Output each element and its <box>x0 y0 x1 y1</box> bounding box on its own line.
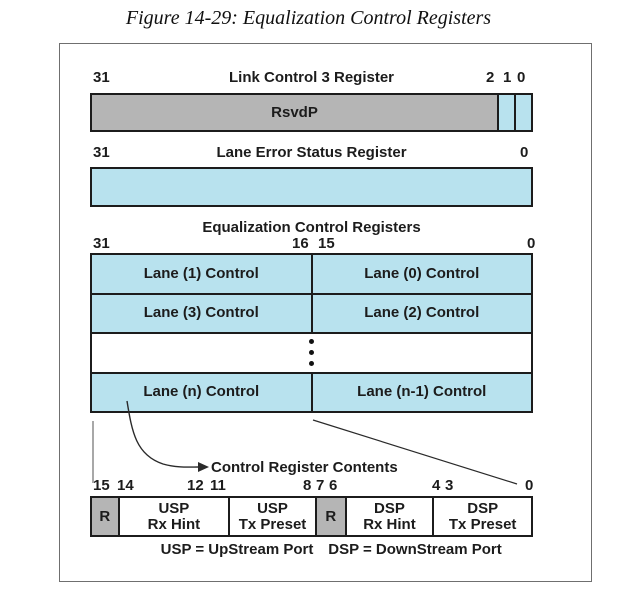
legend-dsp: DSP = DownStream Port <box>328 541 502 558</box>
eq-row-lane3-lane2: Lane (3) Control Lane (2) Control <box>92 292 531 332</box>
les-register-bar <box>90 167 533 207</box>
eq-bit-31: 31 <box>93 235 110 252</box>
lc3-register-title: Link Control 3 Register <box>228 69 395 86</box>
les-bit-31: 31 <box>93 144 110 161</box>
eq-bit-16: 16 <box>292 235 309 252</box>
lc3-bit-2: 2 <box>486 69 495 86</box>
cc-bit-15: 15 <box>93 477 110 494</box>
cc-field-reserved-15: R <box>92 498 118 535</box>
lc3-bit-1: 1 <box>503 69 512 86</box>
eq-cell-lane0: Lane (0) Control <box>310 255 531 293</box>
eq-cell-lane-n: Lane (n) Control <box>92 373 311 411</box>
eq-row-lanen-lanen1: Lane (n) Control Lane (n-1) Control <box>92 371 531 411</box>
cc-bit-6: 6 <box>329 477 338 494</box>
eq-bit-0: 0 <box>527 235 536 252</box>
eq-cell-lane2: Lane (2) Control <box>310 294 531 332</box>
eq-bit-15: 15 <box>318 235 335 252</box>
legend-usp: USP = UpStream Port <box>160 541 314 558</box>
cc-bit-7: 7 <box>316 477 325 494</box>
lc3-register-bar: RsvdP <box>90 93 533 132</box>
cc-bit-12: 12 <box>187 477 204 494</box>
lc3-bit-0: 0 <box>517 69 526 86</box>
eq-cell-lane3: Lane (3) Control <box>92 294 311 332</box>
lc3-bit0-field <box>514 95 531 130</box>
cc-bit-0: 0 <box>525 477 534 494</box>
lc3-bit-31: 31 <box>93 69 110 86</box>
cc-bit-8: 8 <box>303 477 312 494</box>
cc-bit-4: 4 <box>432 477 441 494</box>
eq-row-ellipsis <box>92 332 531 372</box>
cc-bit-14: 14 <box>117 477 134 494</box>
cc-bit-3: 3 <box>445 477 454 494</box>
les-bit-0: 0 <box>520 144 529 161</box>
eq-section-title: Equalization Control Registers <box>202 219 421 236</box>
eq-row-lane1-lane0: Lane (1) Control Lane (0) Control <box>92 255 531 293</box>
cc-bit-11: 11 <box>210 477 226 494</box>
figure-title: Figure 14-29: Equalization Control Regis… <box>125 7 492 29</box>
lc3-rsvdp-field: RsvdP <box>92 95 497 130</box>
eq-register-table: Lane (1) Control Lane (0) Control Lane (… <box>90 253 533 413</box>
ellipsis-dots <box>92 334 531 372</box>
les-register-title: Lane Error Status Register <box>216 144 407 161</box>
cc-field-reserved-7: R <box>314 498 345 535</box>
eq-cell-lane1: Lane (1) Control <box>92 255 311 293</box>
contents-caption: Control Register Contents <box>211 459 398 476</box>
lc3-bit1-field <box>497 95 514 130</box>
eq-cell-lane-n-1: Lane (n-1) Control <box>310 373 531 411</box>
